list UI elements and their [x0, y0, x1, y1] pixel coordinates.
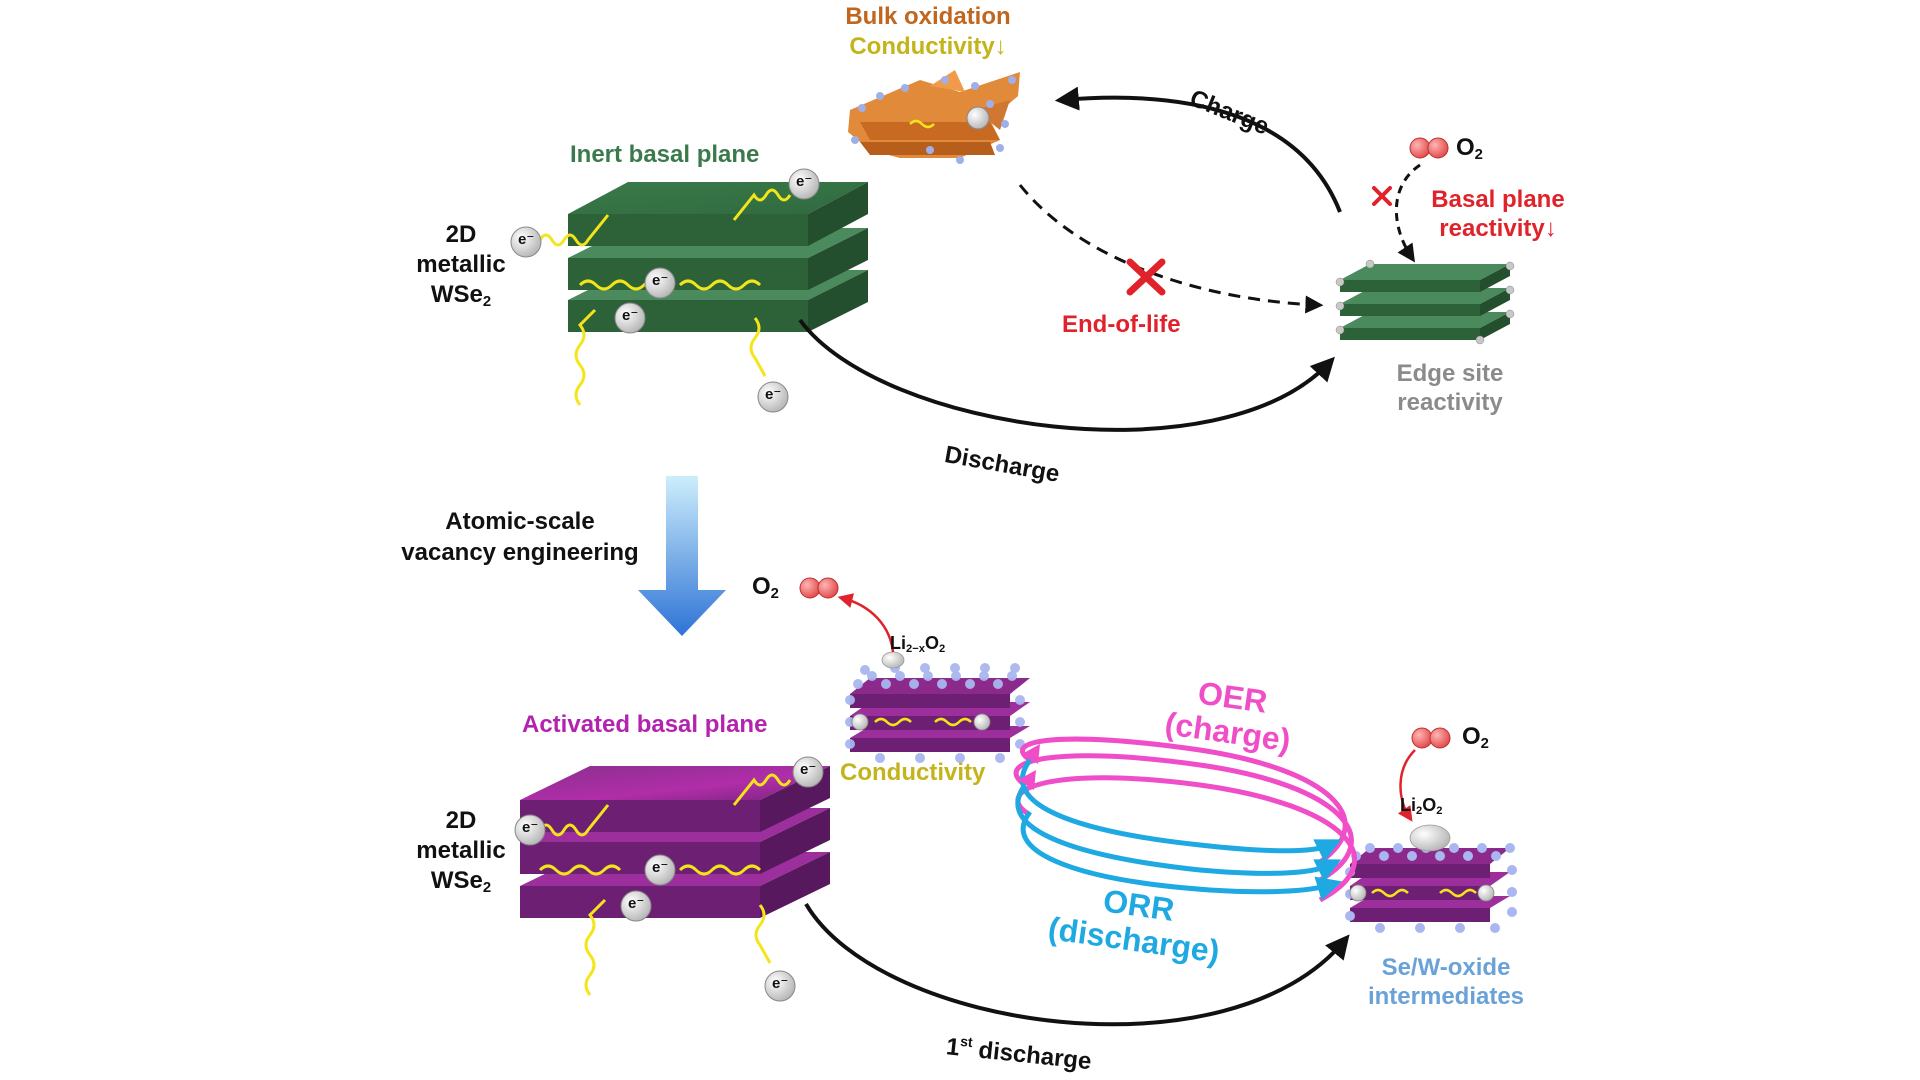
bulk-oxidation-label: Bulk oxidation	[845, 3, 1011, 30]
conductivity-down-label: Conductivity↓	[849, 33, 1007, 60]
purple-intermediate-stack	[1345, 824, 1517, 933]
o2-label-bottom-right: O2	[1462, 723, 1489, 753]
electron-glyph: e⁻	[796, 173, 813, 190]
electron-glyph: e⁻	[772, 975, 789, 992]
inert-basal-plane-label: Inert basal plane	[570, 141, 760, 168]
electron-transport-waves-bottom	[538, 773, 792, 996]
electron-glyph: e⁻	[800, 761, 817, 778]
end-of-life-label: End-of-life	[1062, 311, 1181, 338]
material-label-top: 2D metallic WSe2	[416, 221, 506, 311]
engineering-down-arrow	[638, 476, 726, 636]
oer-arrowheads	[1018, 744, 1040, 790]
li2-xo2-label: Li2−xO2	[890, 633, 946, 656]
o2-label-top: O2	[1456, 134, 1483, 164]
orr-label: ORR(discharge)	[1045, 882, 1222, 970]
charge-arrow	[1054, 86, 1342, 213]
electron-icon-bottom	[514, 756, 824, 1002]
electron-glyph: e⁻	[652, 272, 669, 289]
first-discharge-arrow	[804, 902, 1350, 1027]
material-label-bottom: 2D metallic WSe2	[416, 807, 506, 897]
oer-label: OER(charge)	[1162, 674, 1293, 759]
discharge-arrow	[798, 318, 1335, 432]
electron-glyph: e⁻	[652, 859, 669, 876]
basal-plane-reactivity-label: Basal plane reactivity↓	[1431, 186, 1565, 242]
li2o2-label: Li2O2	[1400, 795, 1443, 818]
conductivity-label: Conductivity	[840, 759, 986, 786]
o2-label-bottom-left: O2	[752, 573, 779, 603]
purple-wse2-stack	[520, 766, 830, 918]
green-wse2-stack	[568, 182, 868, 332]
charge-label: Charge	[1185, 84, 1273, 141]
edge-site-reactivity-label: Edge site reactivity	[1396, 360, 1504, 416]
vacancy-engineering-label: Atomic-scale vacancy engineering	[401, 508, 639, 567]
end-of-life-arrow	[1018, 184, 1324, 314]
purple-vacancy-stack	[845, 651, 1030, 763]
oxygen-molecule-icon	[1409, 137, 1449, 159]
o2-adsorb-arrow	[1397, 749, 1416, 822]
activated-basal-plane-label: Activated basal plane	[522, 711, 768, 738]
first-discharge-label: 1st discharge	[944, 1032, 1093, 1076]
oxidized-flake	[848, 70, 1020, 164]
small-cross-icon	[1372, 186, 1392, 206]
blocked-cross-icon	[1126, 258, 1166, 296]
oxygen-molecule-icon-bottom-left	[799, 577, 839, 599]
electron-glyph: e⁻	[622, 307, 639, 324]
o2-approach-arrow	[1394, 163, 1421, 263]
oxygen-molecule-icon-bottom-right	[1411, 727, 1451, 749]
se-w-oxide-label: Se/W-oxide intermediates	[1367, 954, 1525, 1010]
o2-release-arrow	[837, 593, 895, 653]
oer-orr-cycle	[1013, 736, 1357, 903]
electron-glyph: e⁻	[518, 231, 535, 248]
green-edge-stack	[1335, 259, 1515, 345]
discharge-label: Discharge	[942, 441, 1062, 488]
electron-glyph: e⁻	[628, 895, 645, 912]
electron-glyph: e⁻	[765, 386, 782, 403]
electron-icon	[510, 168, 820, 413]
electron-glyph: e⁻	[522, 819, 539, 836]
